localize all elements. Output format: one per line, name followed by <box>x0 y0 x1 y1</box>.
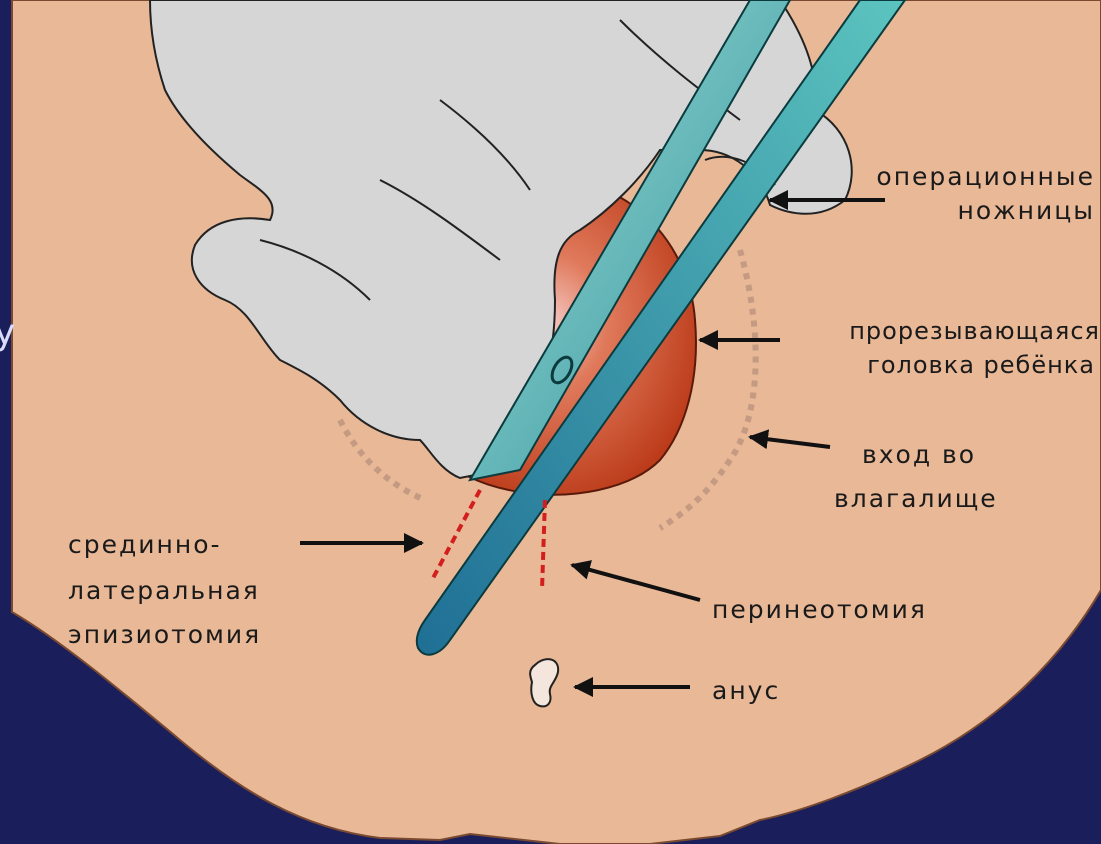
label-medio-line2: латеральная <box>68 576 260 606</box>
slide-edge-text: у <box>0 312 15 353</box>
label-medio-line3: эпизиотомия <box>68 620 261 650</box>
label-medio-line1: срединно- <box>68 530 222 560</box>
label-head-line1: прорезывающаяся <box>760 316 1100 346</box>
label-perineotomy: перинеотомия <box>712 595 927 625</box>
label-vagina-line2: влагалище <box>834 484 998 514</box>
label-vagina-line1: вход во <box>862 440 976 470</box>
label-scissors-line2: ножницы <box>820 196 1095 226</box>
label-head-line2: головка ребёнка <box>760 350 1095 380</box>
label-anus: анус <box>712 676 780 706</box>
label-scissors-line1: операционные <box>820 162 1095 192</box>
